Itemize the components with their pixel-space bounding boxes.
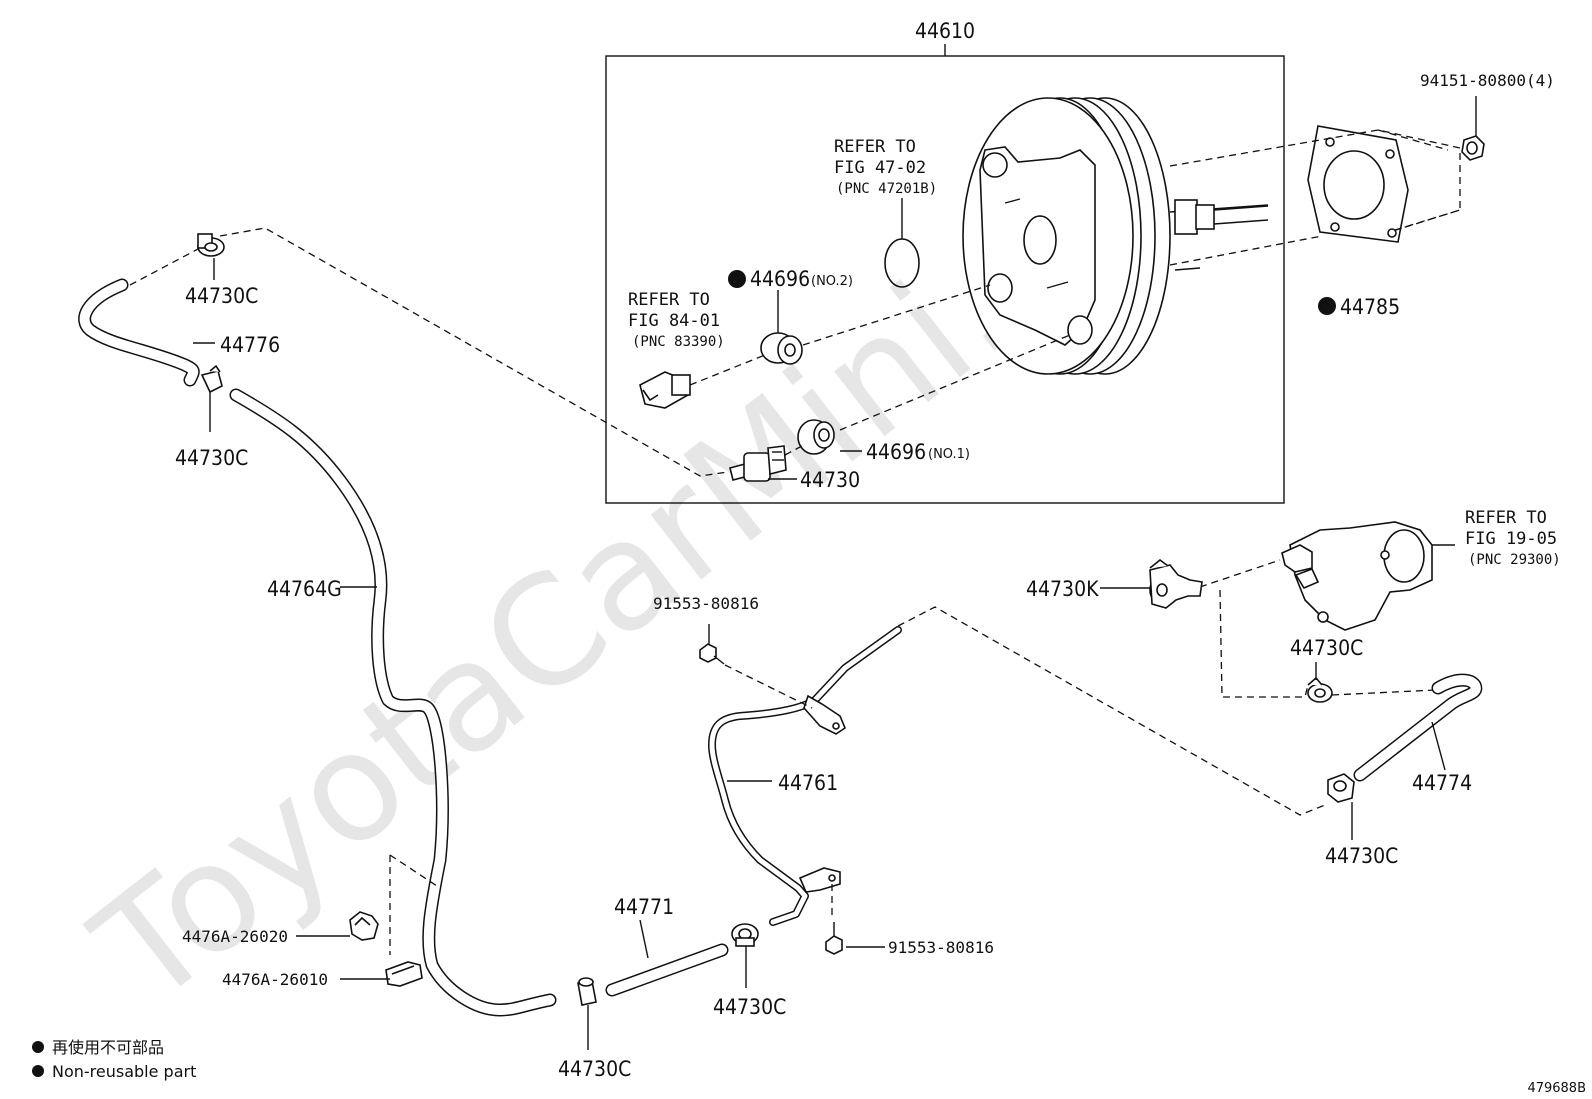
label-91553-top: 91553-80816 (653, 594, 759, 613)
non-reusable-marker-44696 (728, 270, 746, 288)
bolt-91553-top[interactable] (699, 643, 725, 665)
label-44764g: 44764G (267, 577, 342, 601)
grommet-no2[interactable] (760, 332, 803, 365)
diagram-id: 479688B (1527, 1081, 1586, 1096)
hose-44774[interactable] (1353, 673, 1483, 782)
label-91553-bottom: 91553-80816 (888, 938, 994, 957)
label-44730c-mid: 44730C (175, 446, 248, 470)
label-4476a-26010: 4476A-26010 (222, 970, 328, 989)
label-44776: 44776 (220, 333, 280, 357)
label-94151-80800: 94151-80800(4) (1420, 71, 1555, 90)
legend-jp: 再使用不可部品 (52, 1038, 164, 1057)
vacuum-pump[interactable] (1281, 521, 1455, 631)
label-no2: (NO.2) (811, 274, 853, 289)
non-reusable-marker-44785 (1318, 297, 1336, 315)
ref-47-02-line1: REFER TO (834, 137, 916, 157)
label-44785: 44785 (1340, 295, 1400, 319)
bolt-91553-bottom[interactable] (825, 922, 843, 955)
ref-84-01-line2: FIG 84-01 (628, 311, 720, 331)
nut-94151-80800[interactable] (1461, 135, 1485, 161)
label-44730c-right-lower: 44730C (1325, 844, 1398, 868)
gasket-44785[interactable] (1307, 125, 1409, 243)
hose-44771[interactable] (605, 943, 729, 997)
label-44730k: 44730K (1026, 577, 1099, 601)
ref-47-02-line2: FIG 47-02 (834, 158, 926, 178)
check-valve-44730[interactable] (729, 445, 787, 482)
label-44730c-top: 44730C (185, 284, 258, 308)
label-44761: 44761 (778, 771, 838, 795)
union-44730k[interactable] (1149, 558, 1203, 609)
clip-44730c-bottom-left[interactable] (577, 977, 597, 1006)
ref-19-05-line2: FIG 19-05 (1465, 529, 1557, 549)
clip-44730c-right-lower[interactable] (1327, 773, 1355, 803)
pipe-44761[interactable] (708, 626, 902, 926)
label-no1: (NO.1) (928, 447, 970, 462)
clip-44730c-mid[interactable] (200, 364, 223, 394)
clamp-4476a-26020[interactable] (349, 911, 379, 941)
label-44730c-bottom-left: 44730C (558, 1057, 631, 1081)
legend-bullet-jp (32, 1041, 44, 1053)
label-4476a-26020: 4476A-26020 (182, 927, 288, 946)
legend-bullet-en (32, 1065, 44, 1077)
grommet-no1[interactable] (797, 419, 835, 455)
ref-47-02-line3: (PNC 47201B) (836, 181, 937, 197)
vacuum-sensor[interactable] (639, 371, 691, 409)
ref-84-01-line1: REFER TO (628, 290, 710, 310)
ref-19-05-line3: (PNC 29300) (1468, 552, 1561, 568)
label-44774: 44774 (1412, 771, 1472, 795)
label-44771: 44771 (614, 895, 674, 919)
label-44696-no2: 44696 (750, 267, 810, 291)
label-44730c-right-upper: 44730C (1290, 636, 1363, 660)
label-44610: 44610 (915, 19, 975, 43)
label-44730: 44730 (800, 468, 860, 492)
hose-44776[interactable] (78, 278, 200, 387)
ref-84-01-line3: (PNC 83390) (632, 334, 725, 350)
brake-booster[interactable] (962, 97, 1269, 375)
label-44696-no1: 44696 (866, 440, 926, 464)
clip-44730c-right-upper[interactable] (1307, 676, 1333, 703)
hose-44764g[interactable] (229, 388, 557, 1017)
clip-44730c-top[interactable] (197, 233, 225, 257)
clamp-4476a-26010[interactable] (385, 961, 423, 987)
legend-en: Non-reusable part (52, 1062, 196, 1081)
clip-44730c-bottom-mid[interactable] (731, 923, 759, 947)
ref-19-05-line1: REFER TO (1465, 508, 1547, 528)
label-44730c-bottom-mid: 44730C (713, 995, 786, 1019)
